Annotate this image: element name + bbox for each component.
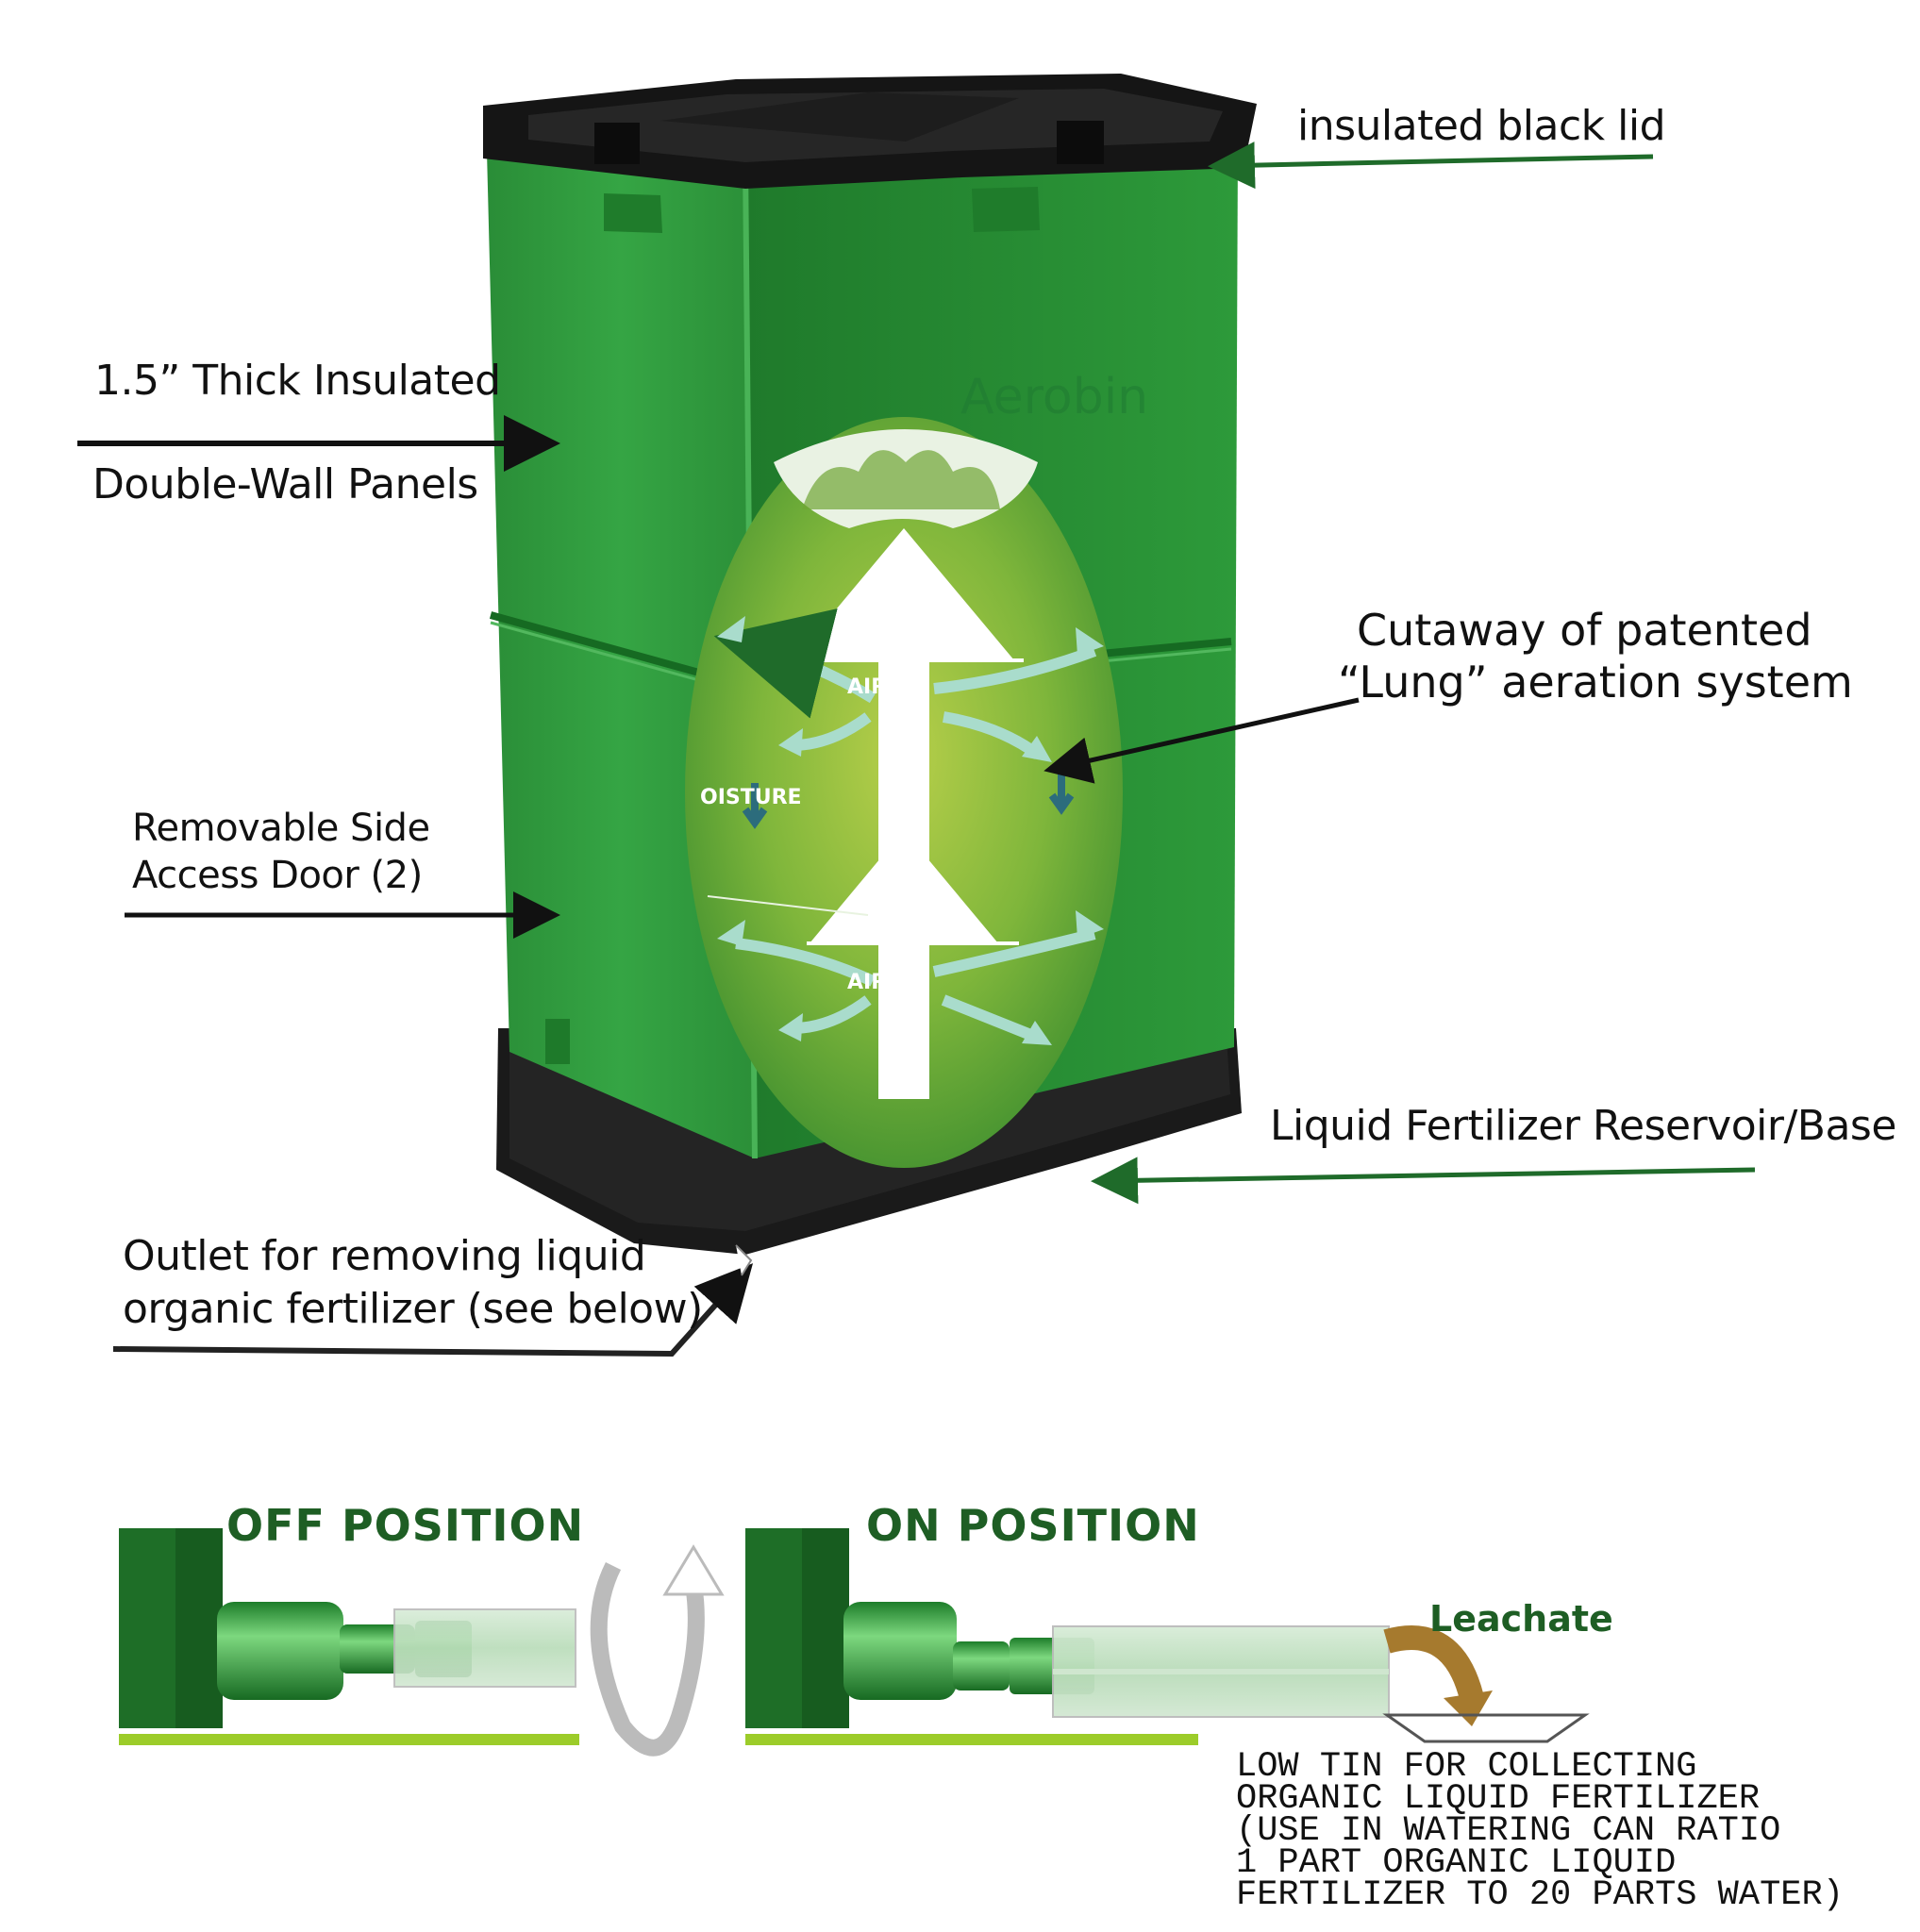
leachate-label: Leachate — [1429, 1598, 1613, 1640]
lung-upper — [793, 528, 1014, 1099]
callout-lines — [77, 142, 1756, 1357]
reservoir-pointer — [1091, 1157, 1756, 1205]
collecting-tin — [1382, 1713, 1590, 1743]
lid-pointer — [1208, 142, 1654, 190]
rotate-arrow — [590, 1561, 705, 1757]
outlet-label-line1: Outlet for removing liquid — [123, 1232, 646, 1280]
reservoir-label: Liquid Fertilizer Reservoir/Base — [1270, 1102, 1896, 1150]
off-position-title: OFF POSITION — [226, 1500, 585, 1551]
air-label-bottom: AIR — [847, 971, 887, 994]
tin-note-line: ORGANIC LIQUID FERTILIZER — [1236, 1779, 1761, 1819]
on-position-title: ON POSITION — [866, 1500, 1200, 1551]
outlet-label-line2: organic fertilizer (see below) — [123, 1285, 703, 1333]
door-label-line1: Removable Side — [132, 807, 430, 850]
lung-lower — [810, 830, 998, 1099]
tin-note-line: FERTILIZER TO 20 PARTS WATER) — [1236, 1875, 1844, 1915]
valve-on-illustration — [745, 1528, 1590, 1745]
cutaway-label-line2: “Lung” aeration system — [1338, 657, 1853, 708]
door-label-line2: Access Door (2) — [132, 854, 423, 897]
tin-note: LOW TIN FOR COLLECTING ORGANIC LIQUID FE… — [1236, 1747, 1844, 1915]
moisture-label: OISTURE — [700, 786, 802, 809]
lung-cutaway: AIR AIR OISTURE — [685, 417, 1123, 1168]
lid-label: insulated black lid — [1297, 102, 1666, 150]
panels-label-line1: 1.5” Thick Insulated — [94, 357, 501, 405]
air-label-top: AIR — [847, 675, 887, 699]
panels-label-line2: Double-Wall Panels — [92, 460, 478, 508]
leachate-flow — [1383, 1625, 1484, 1702]
valve-off-illustration — [119, 1528, 725, 1757]
tin-note-line: (USE IN WATERING CAN RATIO — [1236, 1811, 1781, 1851]
bin-brand: Aerobin — [960, 369, 1148, 425]
tin-note-line: 1 PART ORGANIC LIQUID — [1236, 1843, 1677, 1883]
cutaway-pointer — [1043, 697, 1360, 784]
outlet-pointer — [112, 1263, 754, 1357]
cutaway-label-line1: Cutaway of patented — [1357, 605, 1812, 656]
tin-note-line: LOW TIN FOR COLLECTING — [1236, 1747, 1697, 1787]
